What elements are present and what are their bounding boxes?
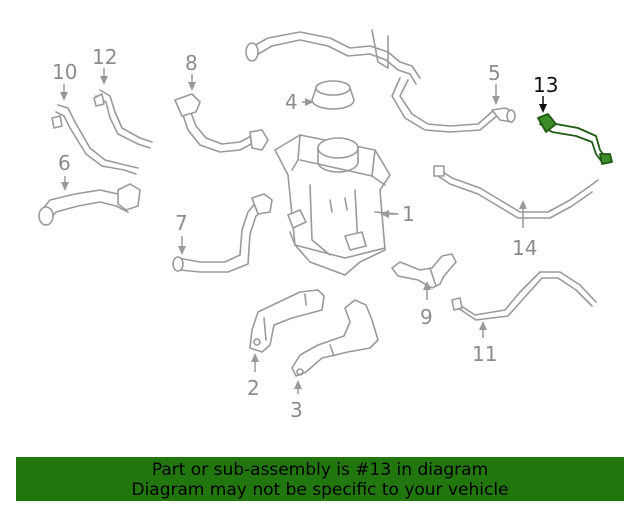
callout-13: 13 — [533, 73, 558, 113]
part-3-bracket[interactable] — [291, 299, 379, 377]
part-info-banner: Part or sub-assembly is #13 in diagram D… — [16, 457, 624, 501]
callout-10-label: 10 — [52, 60, 77, 84]
callout-2-label: 2 — [247, 376, 260, 400]
part-2-bracket[interactable] — [249, 289, 325, 353]
callout-8-label: 8 — [185, 51, 198, 75]
part-8-hose[interactable] — [174, 93, 269, 153]
part-5-hose-fitting[interactable] — [491, 107, 516, 123]
callout-9-label: 9 — [420, 305, 433, 329]
callout-12: 12 — [92, 45, 117, 85]
part-13-coolant-line[interactable] — [537, 113, 613, 165]
part-4-reservoir-cap[interactable] — [311, 80, 355, 110]
callout-5-label: 5 — [488, 61, 501, 85]
banner-line-1: Part or sub-assembly is #13 in diagram — [151, 460, 489, 480]
part-14-line[interactable] — [433, 165, 599, 219]
callout-13-label: 13 — [533, 73, 558, 97]
callout-12-label: 12 — [92, 45, 117, 69]
callout-3-label: 3 — [290, 398, 303, 422]
callout-10: 10 — [52, 60, 77, 101]
callout-8: 8 — [185, 51, 198, 91]
callout-14-label: 14 — [512, 236, 537, 260]
callout-9: 9 — [420, 281, 433, 329]
callout-1-label: 1 — [402, 202, 415, 226]
part-12-line[interactable] — [93, 89, 153, 149]
part-1-expansion-tank[interactable] — [274, 134, 399, 276]
part-9-fitting[interactable] — [391, 253, 457, 289]
part-7-hose[interactable] — [172, 193, 273, 273]
callout-3: 3 — [290, 380, 303, 422]
callout-6: 6 — [58, 151, 71, 191]
callout-4: 4 — [285, 90, 314, 114]
banner-line-2: Diagram may not be specific to your vehi… — [131, 480, 509, 500]
part-10-line[interactable] — [51, 104, 139, 175]
callout-14: 14 — [512, 200, 537, 260]
callout-7: 7 — [175, 211, 188, 255]
part-top-hose[interactable] — [245, 29, 499, 133]
callout-5: 5 — [488, 61, 501, 105]
callout-11: 11 — [472, 321, 497, 366]
callout-7-label: 7 — [175, 211, 188, 235]
parts-diagram: 1 2 3 4 — [38, 29, 613, 422]
callout-1: 1 — [380, 202, 415, 226]
callout-6-label: 6 — [58, 151, 71, 175]
callout-11-label: 11 — [472, 342, 497, 366]
part-6-hose[interactable] — [38, 183, 141, 226]
callout-4-label: 4 — [285, 90, 298, 114]
callout-2: 2 — [247, 353, 260, 400]
part-11-line[interactable] — [451, 271, 597, 321]
